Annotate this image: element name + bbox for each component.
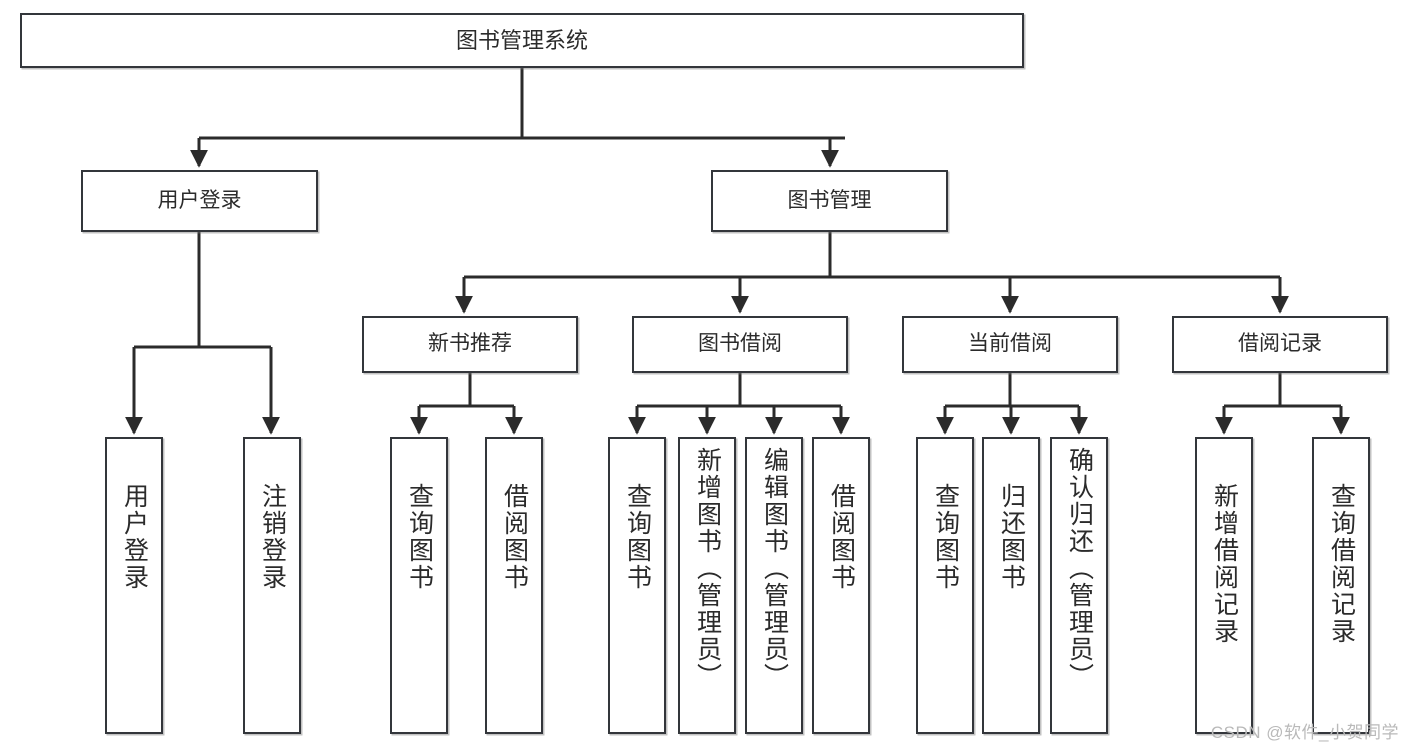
node-leaf-user-logout-label: 注销登录 [258,483,287,591]
node-borrow-record-label: 借阅记录 [1238,332,1322,356]
node-leaf-query-book-2[interactable]: 查询图书 [608,437,666,734]
node-new-book-rec-label: 新书推荐 [428,332,512,356]
node-leaf-add-record[interactable]: 新增借阅记录 [1195,437,1253,734]
node-leaf-query-book-1-label: 查询图书 [405,483,434,591]
node-book-borrow[interactable]: 图书借阅 [632,316,848,373]
node-leaf-query-book-3-label: 查询图书 [931,483,960,591]
node-leaf-query-book-3[interactable]: 查询图书 [916,437,974,734]
node-root[interactable]: 图书管理系统 [20,13,1024,68]
node-borrow-record[interactable]: 借阅记录 [1172,316,1388,373]
node-book-manage[interactable]: 图书管理 [711,170,948,232]
csdn-watermark: CSDN @软件_小贺同学 [1210,723,1399,742]
node-user-login[interactable]: 用户登录 [81,170,318,232]
node-leaf-query-record[interactable]: 查询借阅记录 [1312,437,1370,734]
node-leaf-add-book-label: 新增图书（管理员） [693,447,722,690]
node-leaf-borrow-book-2[interactable]: 借阅图书 [812,437,870,734]
node-leaf-edit-book[interactable]: 编辑图书（管理员） [745,437,803,734]
node-leaf-query-record-label: 查询借阅记录 [1327,483,1356,645]
node-leaf-user-login[interactable]: 用户登录 [105,437,163,734]
node-book-borrow-label: 图书借阅 [698,332,782,356]
node-leaf-borrow-book-1[interactable]: 借阅图书 [485,437,543,734]
node-book-manage-label: 图书管理 [787,188,872,212]
node-current-borrow[interactable]: 当前借阅 [902,316,1118,373]
node-leaf-add-book[interactable]: 新增图书（管理员） [678,437,736,734]
node-current-borrow-label: 当前借阅 [968,332,1052,356]
node-leaf-return-book-label: 归还图书 [997,483,1026,591]
node-user-login-label: 用户登录 [157,188,242,212]
node-leaf-user-logout[interactable]: 注销登录 [243,437,301,734]
node-leaf-query-book-2-label: 查询图书 [623,483,652,591]
node-leaf-confirm-return[interactable]: 确认归还（管理员） [1050,437,1108,734]
node-leaf-query-book-1[interactable]: 查询图书 [390,437,448,734]
node-leaf-confirm-return-label: 确认归还（管理员） [1065,447,1094,690]
node-new-book-rec[interactable]: 新书推荐 [362,316,578,373]
node-leaf-edit-book-label: 编辑图书（管理员） [760,447,789,690]
node-leaf-add-record-label: 新增借阅记录 [1210,483,1239,645]
node-leaf-return-book[interactable]: 归还图书 [982,437,1040,734]
node-leaf-user-login-label: 用户登录 [120,483,149,591]
node-leaf-borrow-book-1-label: 借阅图书 [500,483,529,591]
node-root-label: 图书管理系统 [455,27,588,53]
node-leaf-borrow-book-2-label: 借阅图书 [827,483,856,591]
